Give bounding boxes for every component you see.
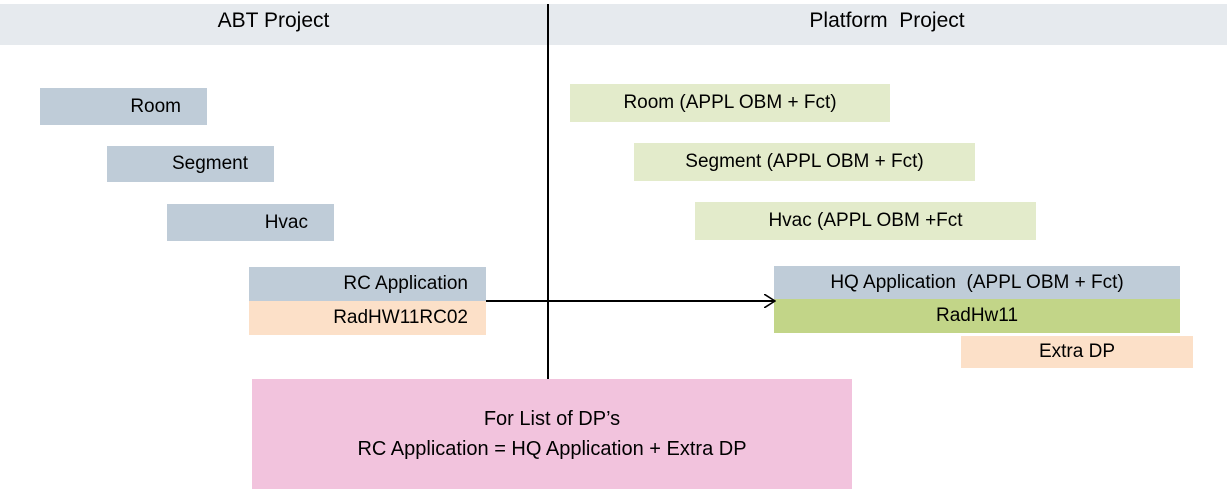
mapping-arrow-head	[764, 294, 776, 308]
platform-box-segment-appl-obm-fct[interactable]: Segment (APPL OBM + Fct)	[634, 143, 975, 181]
platform-box-radhw11[interactable]: RadHw11	[774, 299, 1180, 333]
abt-box-rc-application[interactable]: RC Application	[249, 267, 486, 301]
column-header-abt-project: ABT Project	[217, 9, 330, 32]
abt-box-radhw11rc02[interactable]: RadHW11RC02	[249, 301, 486, 335]
summary-line-1: For List of DP’s	[483, 408, 621, 430]
platform-box-hvac-appl-obm-fct[interactable]: Hvac (APPL OBM +Fct	[695, 202, 1036, 240]
summary-note: For List of DP’s RC Application = HQ App…	[252, 379, 852, 489]
abt-box-room[interactable]: Room	[40, 88, 207, 125]
platform-box-hq-application[interactable]: HQ Application (APPL OBM + Fct)	[774, 266, 1180, 299]
platform-box-room-appl-obm-fct[interactable]: Room (APPL OBM + Fct)	[570, 84, 890, 122]
column-divider	[547, 4, 549, 380]
summary-line-2: RC Application = HQ Application + Extra …	[357, 438, 747, 460]
platform-box-extra-dp[interactable]: Extra DP	[961, 336, 1193, 368]
abt-box-segment[interactable]: Segment	[107, 146, 274, 182]
mapping-arrow-shaft	[486, 300, 774, 302]
header-band	[0, 4, 1227, 45]
abt-box-hvac[interactable]: Hvac	[167, 204, 334, 241]
column-header-platform-project: Platform Project	[809, 9, 965, 32]
